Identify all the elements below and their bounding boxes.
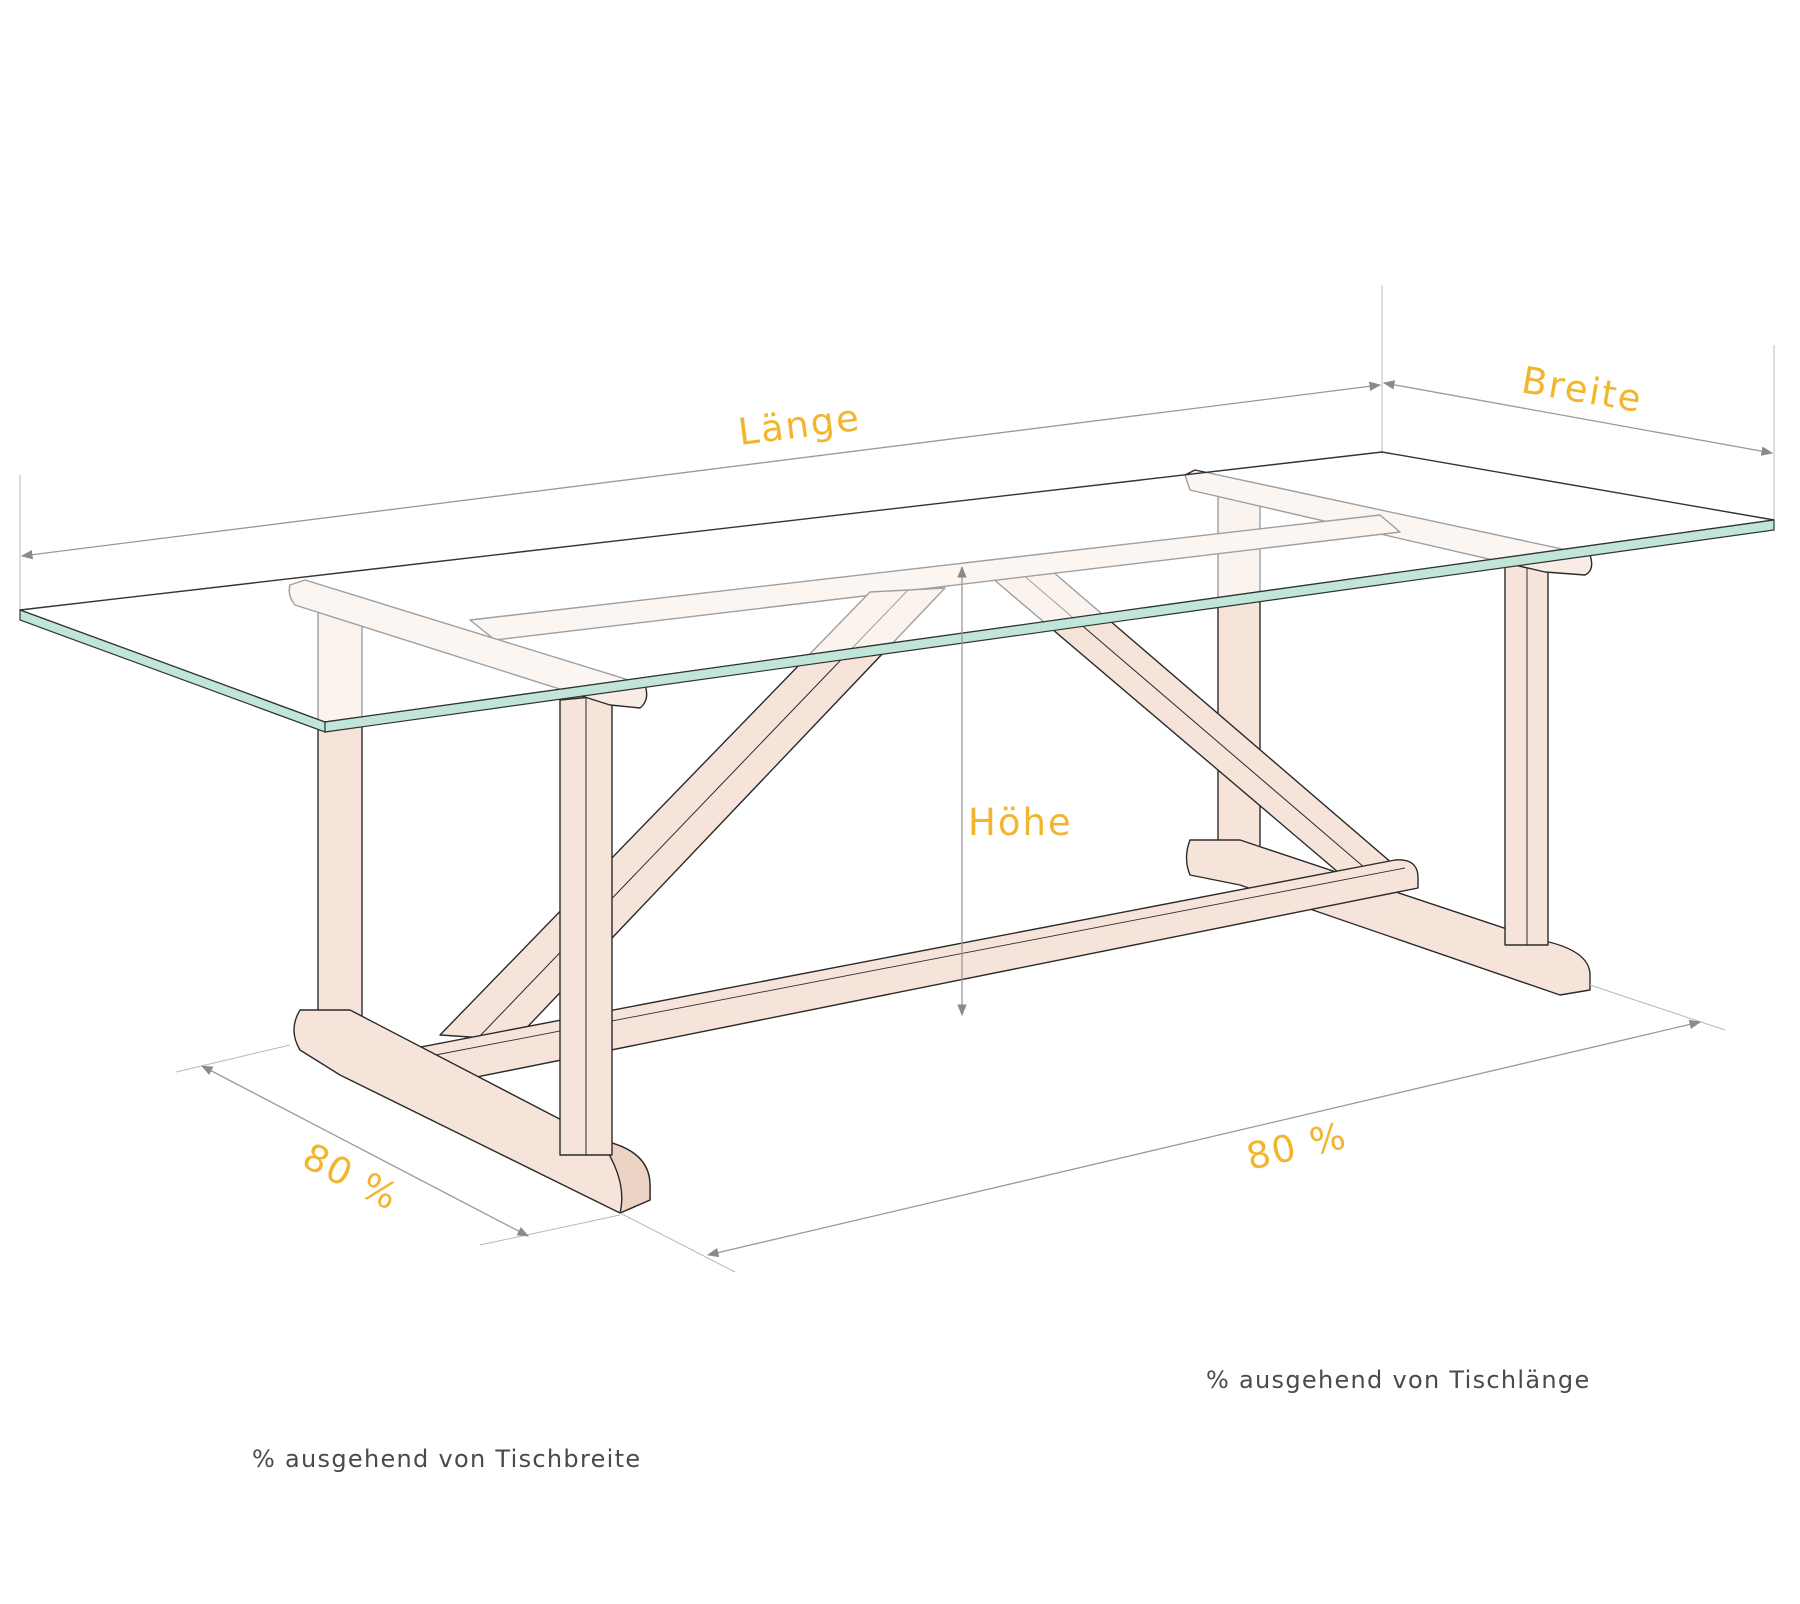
percent-length-extension-right [1589,984,1726,1031]
left-foot-end [599,1139,651,1214]
width-label: Breite [1519,358,1647,421]
glass-tabletop [19,451,1775,733]
glass-edge-front [324,519,1775,733]
height-dimension: Höhe [957,565,1073,1017]
width-basis-note: % ausgehend von Tischbreite [252,1445,641,1473]
percent-width-extension-left [175,1044,291,1073]
height-label: Höhe [968,801,1073,844]
length-label: Länge [736,396,863,454]
percent-length-dimension-line [706,1019,1702,1258]
percent-width-label: 80 % [296,1135,406,1220]
percent-length-dimension: 80 % [619,984,1726,1273]
back-right-foot [1185,839,1591,996]
percent-length-label: 80 % [1242,1114,1351,1179]
percent-length-extension-left [619,1212,736,1273]
length-basis-note: % ausgehend von Tischlänge [1206,1366,1591,1394]
width-dimension-line [1382,380,1774,456]
length-dimension-line [20,381,1382,560]
percent-width-dimension-line [200,1065,530,1237]
percent-width-extension-right [479,1214,621,1246]
